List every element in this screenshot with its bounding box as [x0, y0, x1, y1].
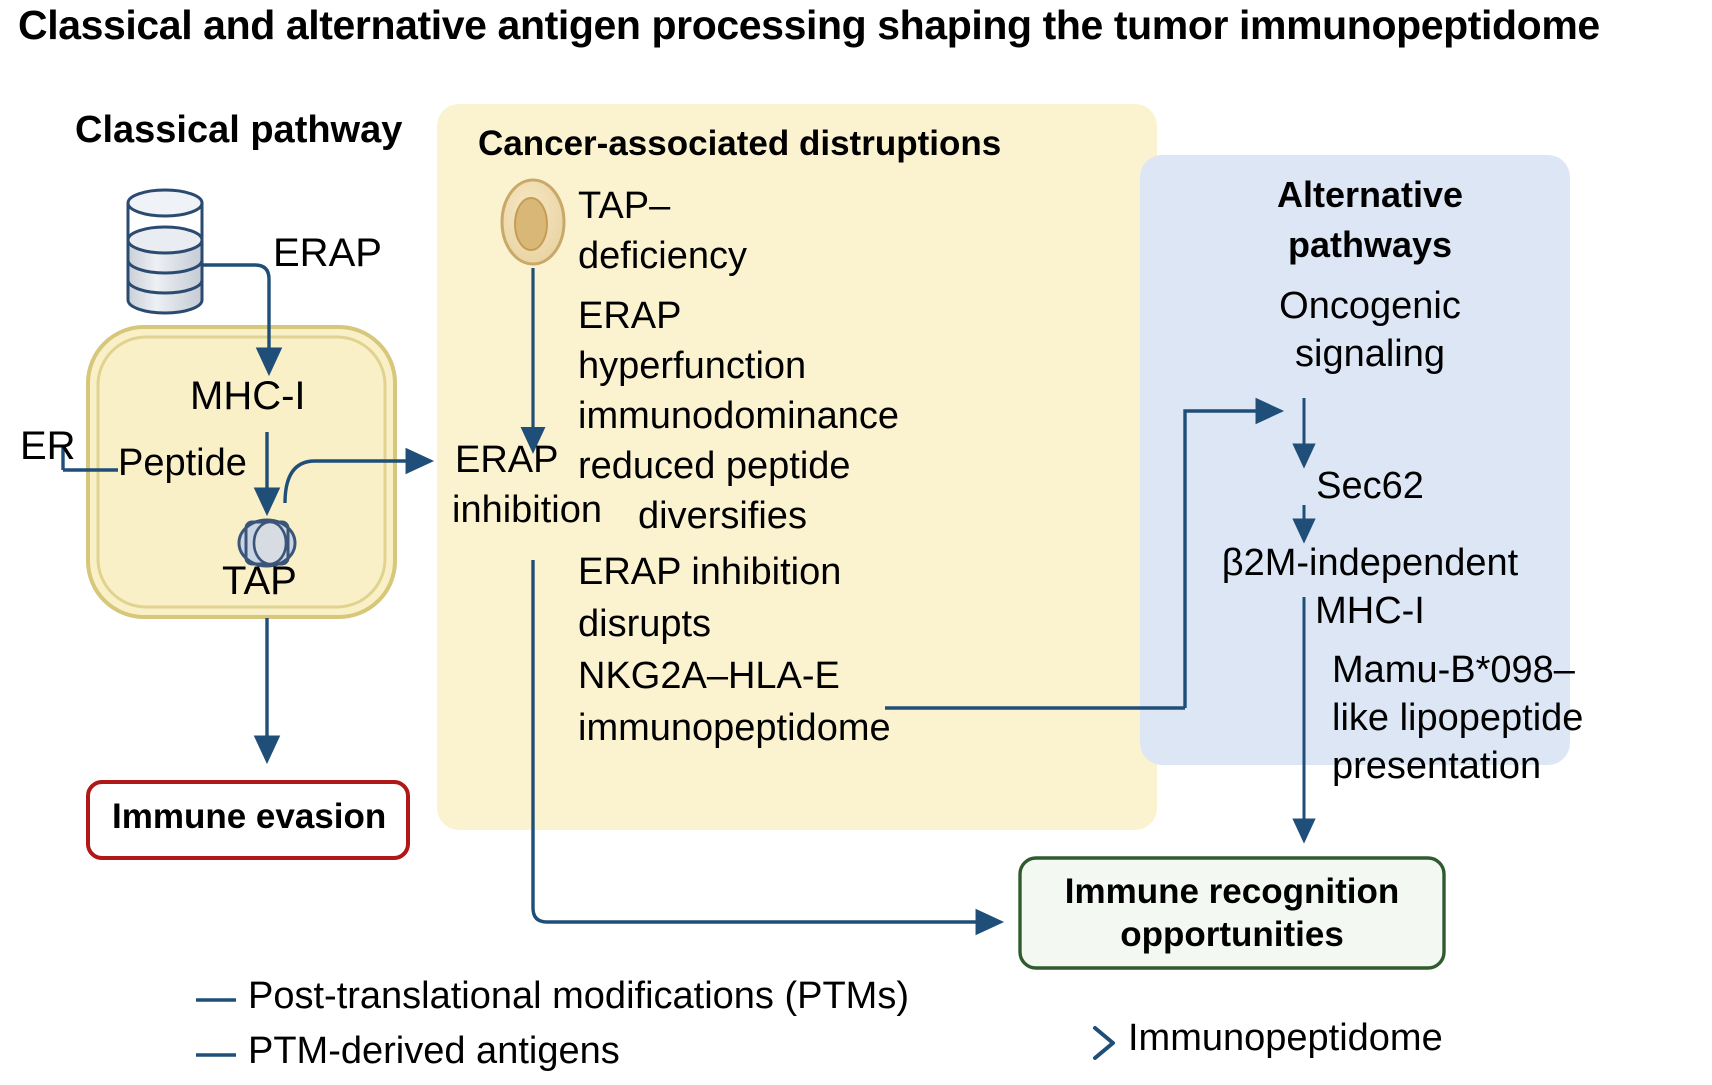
- nkg2a-block-1: disrupts: [578, 603, 712, 645]
- legend-item-1-label: PTM-derived antigens: [248, 1030, 620, 1072]
- alternative-step-0-line1: signaling: [1295, 333, 1445, 375]
- peptide-to-erap-arrow: [283, 447, 435, 504]
- tumor-cell-icon: [500, 178, 566, 266]
- nkg2a-block-3: immunopeptidome: [578, 707, 891, 749]
- immune-recognition-line1: opportunities: [1120, 915, 1344, 954]
- nkg2a-block-0: ERAP inhibition: [578, 551, 842, 593]
- er-compartment-icon: [86, 325, 397, 619]
- blue-panel: [1140, 155, 1570, 765]
- alternative-heading-line2: pathways: [1287, 224, 1453, 265]
- alternative-step-0-line0: Oncogenic: [1279, 285, 1461, 327]
- disruption-right-3: reduced peptide: [578, 445, 851, 487]
- disruption-right-1: hyperfunction: [578, 345, 807, 387]
- lipopeptide-line0: Mamu-B*098–: [1332, 649, 1575, 691]
- alternative-step-2-line0: β2M-independent: [1221, 542, 1519, 584]
- tap-deficiency-line1: TAP–: [578, 185, 671, 227]
- erap-label: ERAP: [273, 231, 382, 275]
- disruption-right-0: ERAP: [578, 295, 682, 337]
- disruptions-heading: Cancer-associated distruptions: [478, 124, 1002, 163]
- disruption-right-2: immunodominance: [578, 395, 900, 437]
- mhc-i-label: MHC-I: [190, 374, 306, 418]
- disruption-right-4: diversifies: [638, 495, 807, 537]
- page-title: Classical and alternative antigen proces…: [18, 2, 1600, 48]
- chevron-right-icon: [1093, 1026, 1115, 1060]
- proteasome-to-mhc-arrow: [203, 263, 283, 377]
- classical-pathway-heading: Classical pathway: [75, 109, 403, 151]
- immune-recognition-box: [1018, 856, 1446, 970]
- alternative-step-1-line0: Sec62: [1316, 465, 1424, 507]
- immune-evasion-box: [86, 780, 410, 860]
- lipopeptide-line2: presentation: [1332, 745, 1542, 787]
- alternative-step-2-line1: MHC-I: [1315, 590, 1425, 632]
- tap-label: TAP: [222, 559, 297, 603]
- peptide-label: Peptide: [118, 442, 247, 484]
- legend-right-label: Immunopeptidome: [1128, 1017, 1443, 1059]
- yellow-panel: [437, 104, 1157, 830]
- tap-deficiency-line2: deficiency: [578, 235, 747, 277]
- alternative-heading-line1: Alternative: [1276, 174, 1464, 215]
- proteasome-cylinder-icon: [126, 188, 204, 315]
- nkg2a-block-2: NKG2A–HLA-E: [578, 655, 840, 697]
- lipopeptide-line1: like lipopeptide: [1332, 697, 1584, 739]
- erap-inhibition-bus-line: [531, 560, 1005, 936]
- immune-evasion-label: Immune evasion: [112, 797, 387, 836]
- er-label: ER: [20, 424, 76, 468]
- nkg2a-to-alternative-arrow: [1183, 397, 1285, 708]
- immune-recognition-line0: Immune recognition: [1064, 872, 1400, 911]
- legend-item-0-label: Post-translational modifications (PTMs): [248, 975, 909, 1017]
- erap-inhibition-line1: ERAP: [455, 439, 559, 481]
- tap-transporter-icon: [237, 518, 297, 568]
- erap-inhibition-line2: inhibition: [452, 489, 602, 531]
